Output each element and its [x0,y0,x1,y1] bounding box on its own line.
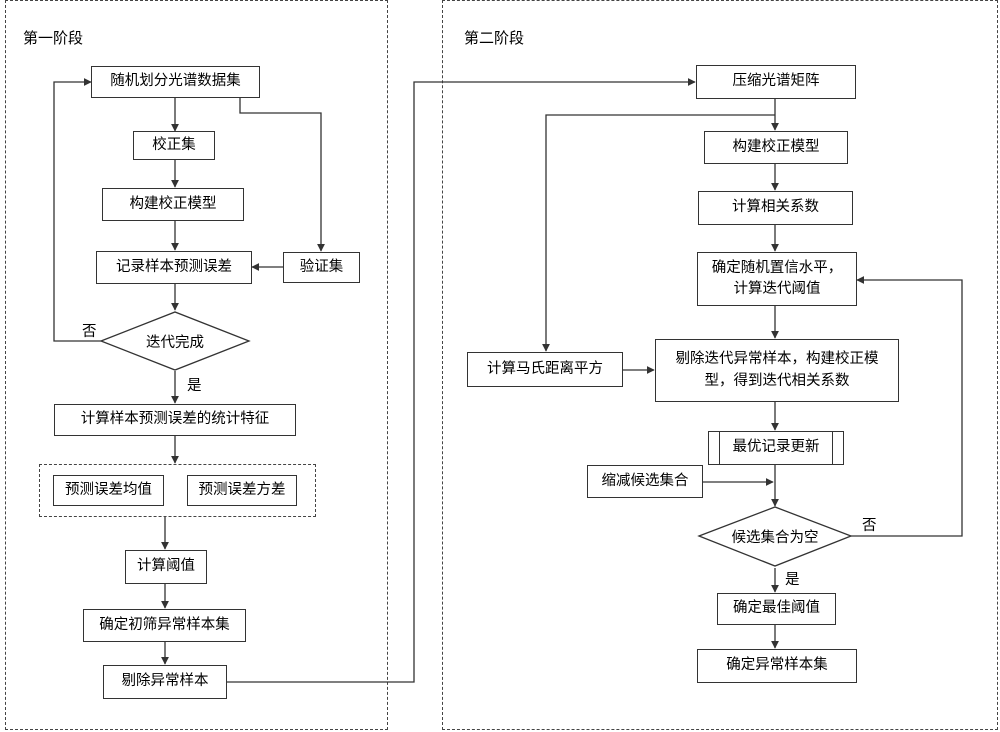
label-yes: 是 [785,572,800,588]
remove-outliers-box: 剔除异常样本 [103,665,227,699]
validation-set-box: 验证集 [283,252,360,283]
label-yes: 是 [187,378,202,394]
mahalanobis-box: 计算马氏距离平方 [467,352,623,387]
predefined-process-bar-left [719,432,720,464]
confidence-line-2: 计算迭代阈值 [733,281,821,297]
build-model-box: 构建校正模型 [704,131,848,164]
outlier-set-box: 确定异常样本集 [697,649,857,683]
random-split-box: 随机划分光谱数据集 [91,66,260,98]
calc-stats-box: 计算样本预测误差的统计特征 [54,404,296,436]
iteration-remove-line-2: 型，得到迭代相关系数 [704,372,850,389]
confidence-line-1: 确定随机置信水平， [711,259,843,276]
iteration-remove-line-1: 剔除迭代异常样本，构建校正模 [675,351,879,368]
decision-iteration-done-shape [99,311,251,371]
arrow-stage1-to-stage2 [227,78,696,683]
best-threshold-box: 确定最佳阈值 [717,593,836,625]
arrow-loop-back-no [53,78,101,342]
stage-one-title: 第一阶段 [23,29,84,47]
confidence-threshold-box: 确定随机置信水平， 计算迭代阈值 [697,252,857,306]
arrow-split-to-validation [239,98,325,252]
arrow-compress-to-mahalanobis [542,114,775,352]
initial-outliers-box: 确定初筛异常样本集 [83,609,246,642]
error-mean-box: 预测误差均值 [53,475,164,506]
decision-candidates-empty: 候选集合为空 [731,529,819,546]
best-record-box: 最优记录更新 [708,431,844,465]
decision-iteration-done: 迭代完成 [146,334,204,351]
predefined-process-bar-right [832,432,833,464]
arrow-loop-back-no [851,276,963,537]
stage-two-title: 第二阶段 [464,29,525,47]
build-model-box: 构建校正模型 [102,188,244,221]
shrink-candidates-box: 缩减候选集合 [587,465,703,498]
decision-candidates-empty-shape [697,506,853,567]
stage-one-frame [5,0,388,730]
iteration-remove-box: 剔除迭代异常样本，构建校正模 型，得到迭代相关系数 [655,339,899,402]
error-variance-box: 预测误差方差 [187,475,297,506]
label-no: 否 [862,518,877,534]
record-error-box: 记录样本预测误差 [96,251,252,284]
compress-matrix-box: 压缩光谱矩阵 [696,65,856,99]
best-record-label: 最优记录更新 [732,439,820,456]
calc-threshold-box: 计算阈值 [125,550,207,584]
stage-two-frame [442,0,998,730]
label-no: 否 [82,324,97,340]
calibration-set-box: 校正集 [133,131,215,160]
error-features-group [39,464,316,517]
calc-correlation-box: 计算相关系数 [698,191,853,225]
